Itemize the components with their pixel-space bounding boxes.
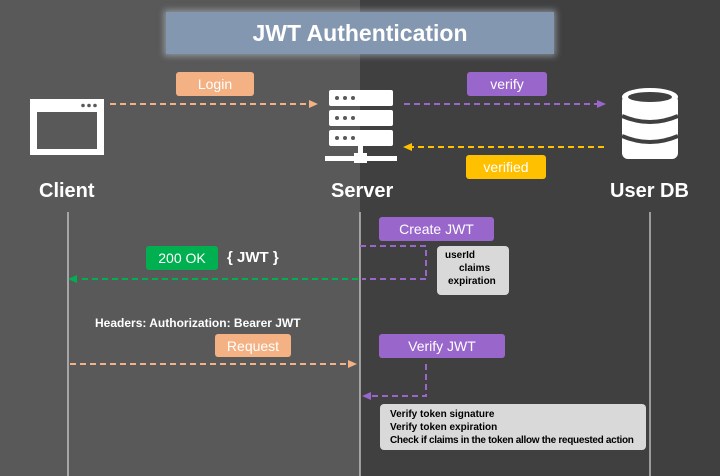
jwt-payload-label: { JWT }: [227, 249, 279, 266]
ok-return-arrow: [68, 275, 426, 283]
ok-status-label: 200 OK: [146, 246, 218, 270]
note-expiration: expiration: [448, 276, 496, 287]
server-rack-icon: [325, 90, 397, 163]
login-arrow: [110, 100, 318, 108]
browser-window-icon: [30, 99, 104, 155]
create-jwt-loop: [360, 245, 427, 279]
note-claims: claims: [459, 263, 491, 274]
note-userid: userId: [445, 250, 476, 261]
verify-jwt-label: Verify JWT: [379, 334, 505, 358]
verification-note: Verify token signature Verify token expi…: [380, 404, 646, 450]
auth-header-label: Headers: Authorization: Bearer JWT: [95, 316, 301, 330]
server-label: Server: [331, 180, 394, 202]
request-label: Request: [215, 334, 291, 357]
create-jwt-label: Create JWT: [379, 217, 494, 241]
request-arrow: [70, 360, 357, 368]
userdb-label: User DB: [610, 180, 689, 202]
jwt-claims-note: userId claims expiration: [437, 246, 509, 295]
verified-arrow: [403, 143, 604, 151]
diagram-title: JWT Authentication: [166, 12, 554, 54]
login-label: Login: [176, 72, 254, 96]
verify-arrow: [404, 100, 606, 108]
verify-expiration-text: Verify token expiration: [390, 422, 498, 433]
client-label: Client: [39, 180, 95, 202]
verify-jwt-loop: [362, 364, 427, 400]
verified-label: verified: [466, 155, 546, 179]
database-icon: [621, 88, 679, 159]
verify-signature-text: Verify token signature: [390, 409, 495, 420]
check-claims-text: Check if claims in the token allow the r…: [390, 435, 634, 446]
verify-label: verify: [467, 72, 547, 96]
